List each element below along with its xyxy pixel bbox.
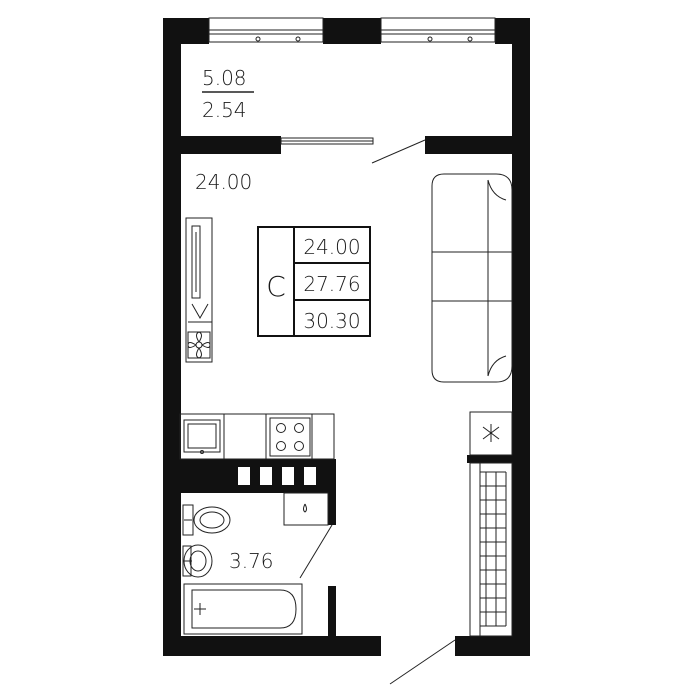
sofa <box>431 173 513 383</box>
washbasin-cabinet <box>283 492 329 526</box>
sink-icon <box>183 419 221 454</box>
bidet-icon <box>182 544 213 578</box>
living-room-area: 24.00 <box>195 170 252 194</box>
kitchen-counter <box>179 413 335 460</box>
total-area-with-balcony-value: 30.30 <box>303 309 360 333</box>
ventilation-shaft <box>469 411 513 456</box>
walls <box>163 18 530 656</box>
entrance-door <box>389 639 456 685</box>
bathroom-door <box>299 524 333 579</box>
total-area-value: 27.76 <box>303 272 360 296</box>
apartment-type-letter: С <box>266 270 286 303</box>
stove-icon <box>269 417 311 457</box>
bathroom-area: 3.76 <box>229 549 274 573</box>
plant-icon <box>187 331 211 359</box>
tv-stand <box>185 217 213 363</box>
balcony-windows <box>208 17 496 43</box>
area-summary-box: С 24.00 27.76 30.30 <box>257 226 371 337</box>
living-area-value: 24.00 <box>303 235 360 259</box>
wardrobe <box>469 462 513 637</box>
balcony-area-numerator: 5.08 <box>202 66 247 90</box>
bathtub-icon <box>183 583 303 635</box>
balcony-door <box>280 137 426 164</box>
toilet-icon <box>182 504 231 536</box>
balcony-area-denominator: 2.54 <box>202 98 247 122</box>
